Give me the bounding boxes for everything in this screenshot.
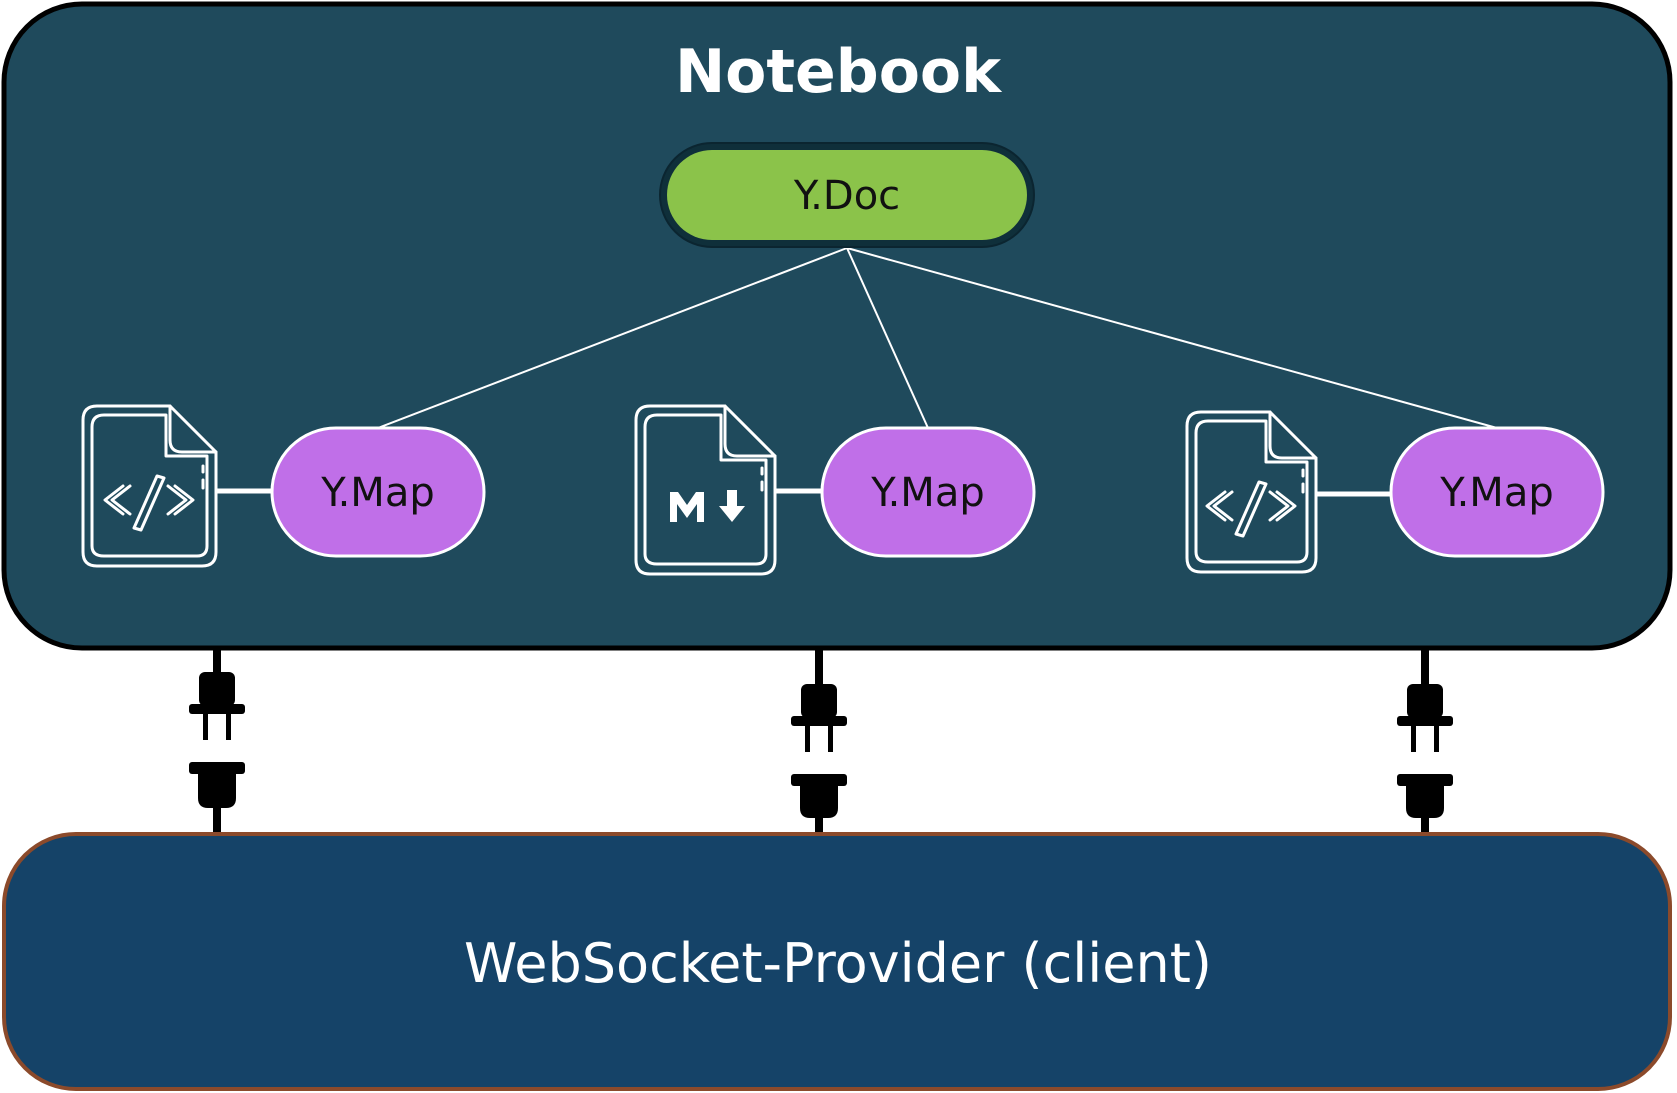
plug-connector-1	[189, 648, 245, 836]
connector-line	[377, 247, 848, 429]
plug-connector-3	[1397, 648, 1453, 836]
cell-1: Y.Map	[81, 404, 486, 568]
ymap-label: Y.Map	[320, 470, 434, 516]
ymap-node: Y.Map	[270, 426, 486, 558]
connector-line	[846, 247, 1498, 429]
ymap-node: Y.Map	[820, 426, 1036, 558]
cell-3: Y.Map	[1185, 410, 1605, 574]
notebook-container: Notebook	[1, 1, 1673, 651]
cell-2: Y.Map	[634, 404, 1036, 576]
code-file-icon	[1185, 410, 1318, 574]
ymap-label: Y.Map	[1439, 470, 1553, 516]
notebook-title: Notebook	[675, 37, 1003, 107]
ydoc-label: Y.Doc	[793, 173, 900, 219]
ymap-node: Y.Map	[1389, 426, 1605, 558]
ymap-label: Y.Map	[870, 470, 984, 516]
ydoc-node: Y.Doc	[659, 142, 1035, 248]
markdown-file-icon	[634, 404, 777, 576]
provider-label: WebSocket-Provider (client)	[464, 932, 1212, 995]
plug-connector-2	[791, 648, 847, 836]
websocket-provider: WebSocket-Provider (client)	[2, 832, 1672, 1091]
connector-line	[846, 247, 929, 429]
ydoc-connectors	[377, 247, 1498, 429]
code-file-icon	[81, 404, 218, 568]
